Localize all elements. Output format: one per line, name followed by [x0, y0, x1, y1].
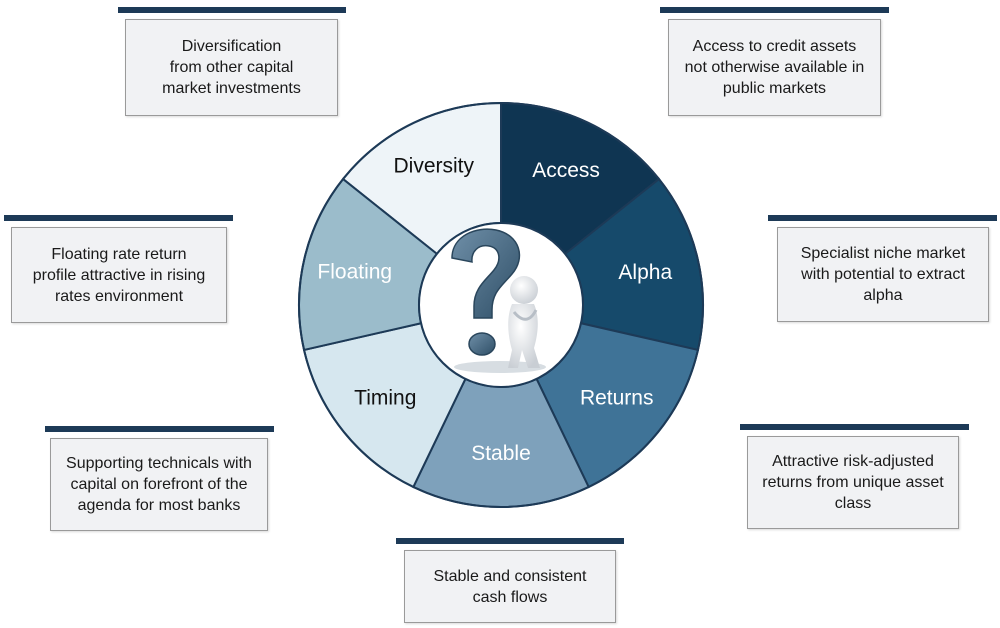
callout-box: Diversification from other capital marke… [125, 19, 338, 116]
callout-box: Floating rate return profile attractive … [11, 227, 227, 323]
segment-label-alpha: Alpha [618, 261, 672, 284]
callout-header-bar [4, 215, 233, 221]
callout-text-timing: Supporting technicals with capital on fo… [66, 455, 252, 514]
callout-text-floating: Floating rate return profile attractive … [32, 245, 206, 305]
callout-header-bar [45, 426, 274, 432]
callout-text-diversity: Diversification from other capital marke… [162, 38, 301, 97]
segment-label-access: Access [532, 159, 600, 182]
callout-header-bar [660, 7, 889, 13]
segment-label-returns: Returns [580, 386, 654, 409]
callout-box: Attractive risk-adjusted returns from un… [747, 436, 959, 529]
segment-label-timing: Timing [354, 386, 416, 409]
wheel-outer-ring [298, 102, 704, 508]
callout-text-returns: Attractive risk-adjusted returns from un… [762, 453, 944, 512]
callout-box: Access to credit assets not otherwise av… [668, 19, 881, 116]
callout-box: Specialist niche market with potential t… [777, 227, 989, 322]
callout-box: Supporting technicals with capital on fo… [50, 438, 268, 531]
callout-header-bar [768, 215, 997, 221]
callout-box: Stable and consistent cash flows [404, 550, 616, 623]
segment-label-stable: Stable [471, 442, 531, 465]
wheel-center-disc [418, 222, 584, 388]
callout-text-access: Access to credit assets not otherwise av… [684, 38, 865, 97]
segment-label-floating: Floating [317, 261, 392, 284]
segment-label-diversity: Diversity [393, 154, 474, 177]
callout-text-stable: Stable and consistent cash flows [433, 567, 587, 606]
callout-header-bar [740, 424, 969, 430]
callout-text-alpha: Specialist niche market with potential t… [800, 245, 966, 304]
person-with-question-mark-icon [451, 228, 546, 373]
callout-header-bar [118, 7, 346, 13]
callout-header-bar [396, 538, 624, 544]
